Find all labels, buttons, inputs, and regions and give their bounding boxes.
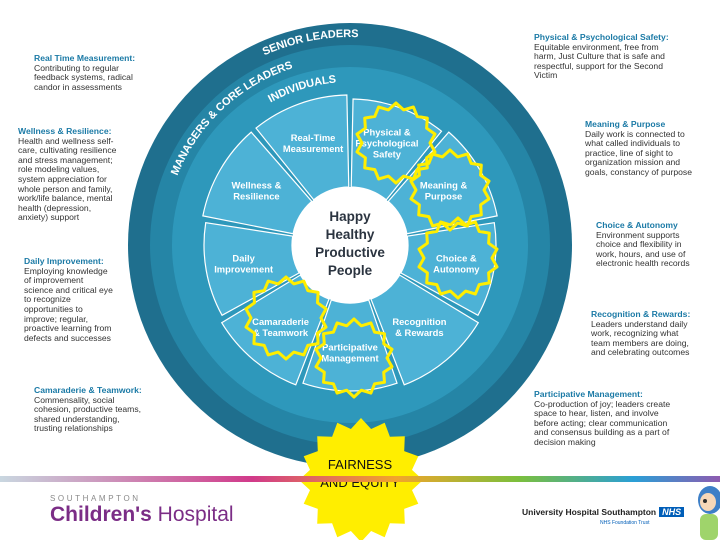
note-body: Equitable environment, free from harm, J… <box>534 41 665 81</box>
note-participative-management: Participative Management: Co-production … <box>534 389 704 448</box>
segment-label: Recognition& Rewards <box>392 316 446 338</box>
note-recognition-rewards: Recognition & Rewards: Leaders understan… <box>591 309 713 358</box>
note-heading: Daily Improvement: <box>24 256 104 266</box>
highlight-choice-autonomy <box>417 216 499 300</box>
nhs-logo-icon: NHS <box>659 507 685 517</box>
note-heading: Physical & Psychological Safety: <box>534 32 669 42</box>
uhs-wordmark: University Hospital Southampton <box>522 507 657 517</box>
note-physical-psychological-safety: Physical & Psychological Safety: Equitab… <box>534 32 704 81</box>
segment-label: Camaraderie& Teamwork <box>252 316 309 338</box>
note-real-time-measurement: Real Time Measurement: Contributing to r… <box>34 53 152 92</box>
note-heading: Real Time Measurement: <box>34 53 136 63</box>
highlight-camaraderie <box>244 275 328 361</box>
footer-color-bar <box>0 476 720 482</box>
segment-label: Choice &Autonomy <box>433 252 480 274</box>
note-body: Daily work is connected to what called i… <box>585 128 693 177</box>
childrens-hospital-wordmark: Children's Hospital <box>50 503 234 527</box>
childrens-word: Children's <box>50 503 152 526</box>
note-body: Co-production of joy; leaders create spa… <box>534 398 671 447</box>
hospital-word: Hospital <box>151 503 234 526</box>
highlight-physical-safety <box>355 101 437 185</box>
segment-label: Meaning &Purpose <box>420 180 468 202</box>
note-heading: Wellness & Resilience: <box>18 126 112 136</box>
highlight-participative <box>314 317 394 399</box>
highlight-meaning-purpose <box>409 148 491 232</box>
note-camaraderie-teamwork: Camaraderie & Teamwork: Commensality, so… <box>34 385 160 434</box>
nhs-foundation-trust-text: NHS Foundation Trust <box>600 520 650 526</box>
note-heading: Choice & Autonomy <box>596 220 678 230</box>
note-heading: Camaraderie & Teamwork: <box>34 385 142 395</box>
note-heading: Meaning & Purpose <box>585 119 666 129</box>
center-circle <box>292 187 408 303</box>
note-heading: Recognition & Rewards: <box>591 309 691 319</box>
cartoon-character-icon <box>698 486 720 540</box>
note-body: Contributing to regular feedback systems… <box>34 62 133 92</box>
note-wellness-resilience: Wellness & Resilience: Health and wellne… <box>18 126 144 223</box>
note-body: Environment supports choice and flexibil… <box>596 229 690 269</box>
fairness-equity-label: FAIRNESS AND EQUITY <box>320 457 400 490</box>
note-body: Commensality, social cohesion, productiv… <box>34 394 142 434</box>
childrens-hospital-logo: SOUTHAMPTON Children's Hospital <box>50 494 234 527</box>
note-body: Employing knowledge of improvement scien… <box>24 265 113 343</box>
note-body: Leaders understand daily work, recognizi… <box>591 318 690 358</box>
note-daily-improvement: Daily Improvement: Employing knowledge o… <box>24 256 144 343</box>
note-choice-autonomy: Choice & Autonomy Environment supports c… <box>596 220 714 269</box>
note-body: Health and wellness self- care, cultivat… <box>18 135 117 223</box>
segment-label: Wellness &Resilience <box>232 180 282 202</box>
note-meaning-purpose: Meaning & Purpose Daily work is connecte… <box>585 119 713 178</box>
southampton-wordmark: SOUTHAMPTON <box>50 494 141 503</box>
note-heading: Participative Management: <box>534 389 643 399</box>
